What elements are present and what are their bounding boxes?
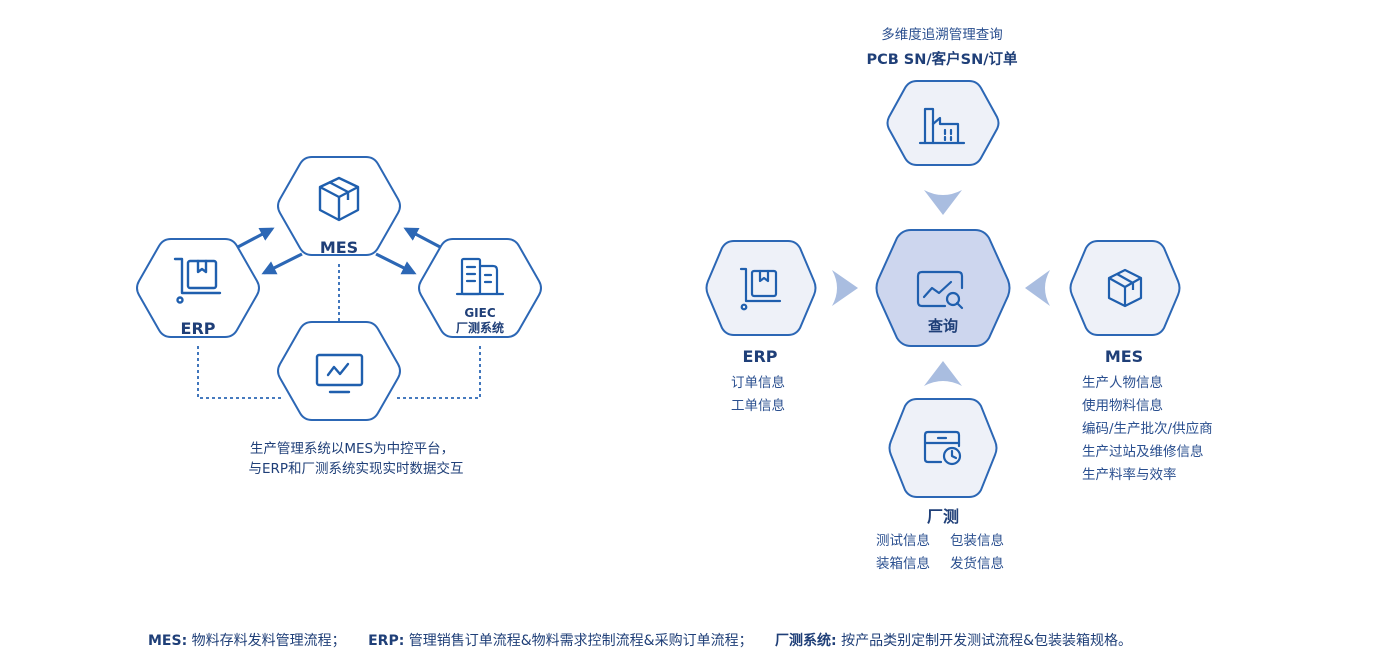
list-item: 工单信息: [731, 398, 785, 414]
footer-erp-key: ERP:: [368, 633, 405, 649]
erp-info-list: 订单信息 工单信息: [731, 372, 785, 418]
footer-mes-text: 物料存料发料管理流程；: [191, 633, 346, 649]
factory-item: 包装信息: [950, 533, 1004, 549]
list-item: 编码/生产批次/供应商: [1082, 421, 1213, 437]
buildings-icon: [455, 257, 505, 296]
footer-erp-text: 管理销售订单流程&物料需求控制流程&采购订单流程；: [408, 633, 753, 649]
giec-label: GIEC: [464, 306, 496, 320]
erp-right-hexagon: [705, 240, 817, 336]
list-item: 生产过站及维修信息: [1082, 444, 1204, 460]
factory-test-hexagon: [888, 398, 998, 498]
factory-item: 装箱信息: [876, 556, 930, 572]
list-item: 生产人物信息: [1082, 375, 1163, 391]
top-caption-bold: PCB SN/客户SN/订单: [866, 52, 1018, 68]
cart-icon: [173, 257, 222, 304]
cabinet-clock-icon: [923, 430, 962, 466]
factory-icon: [918, 107, 966, 145]
factory-title: 厂测: [926, 507, 960, 526]
footer-note: MES: 物料存料发料管理流程； ERP: 管理销售订单流程&物料需求控制流程&…: [148, 630, 1132, 650]
mes-info-list: 生产人物信息 使用物料信息 编码/生产批次/供应商 生产过站及维修信息 生产料率…: [1082, 372, 1213, 487]
cart-icon: [739, 267, 782, 311]
factory-item: 测试信息: [876, 533, 930, 549]
list-item: 生产料率与效率: [1082, 467, 1177, 483]
top-caption: 多维度追溯管理查询: [881, 27, 1003, 43]
factory-item: 发货信息: [950, 556, 1004, 572]
list-item: 订单信息: [731, 375, 785, 391]
mes-right-title: MES: [1104, 347, 1144, 366]
query-label: 查询: [927, 317, 959, 335]
chevron-arrows: [832, 190, 1050, 386]
erp-label: ERP: [180, 319, 216, 338]
monitor-icon: [315, 353, 364, 394]
footer-factory-key: 厂测系统:: [775, 633, 837, 649]
box-icon: [1107, 268, 1143, 308]
dotted-connectors: [197, 264, 481, 399]
footer-mes-key: MES:: [148, 633, 188, 649]
analytics-search-icon: [916, 270, 964, 310]
erp-right-title: ERP: [742, 347, 778, 366]
box-icon: [318, 176, 360, 222]
flow-arrows: [235, 227, 443, 275]
footer-factory-text: 按产品类别定制开发测试流程&包装装箱规格。: [841, 633, 1133, 649]
left-caption-line2: 与ERP和厂测系统实现实时数据交互: [248, 461, 464, 477]
list-item: 使用物料信息: [1082, 398, 1163, 414]
left-caption-line1: 生产管理系统以MES为中控平台，: [249, 441, 455, 457]
mes-label: MES: [319, 238, 359, 257]
giec-sublabel: 厂测系统: [455, 321, 505, 335]
